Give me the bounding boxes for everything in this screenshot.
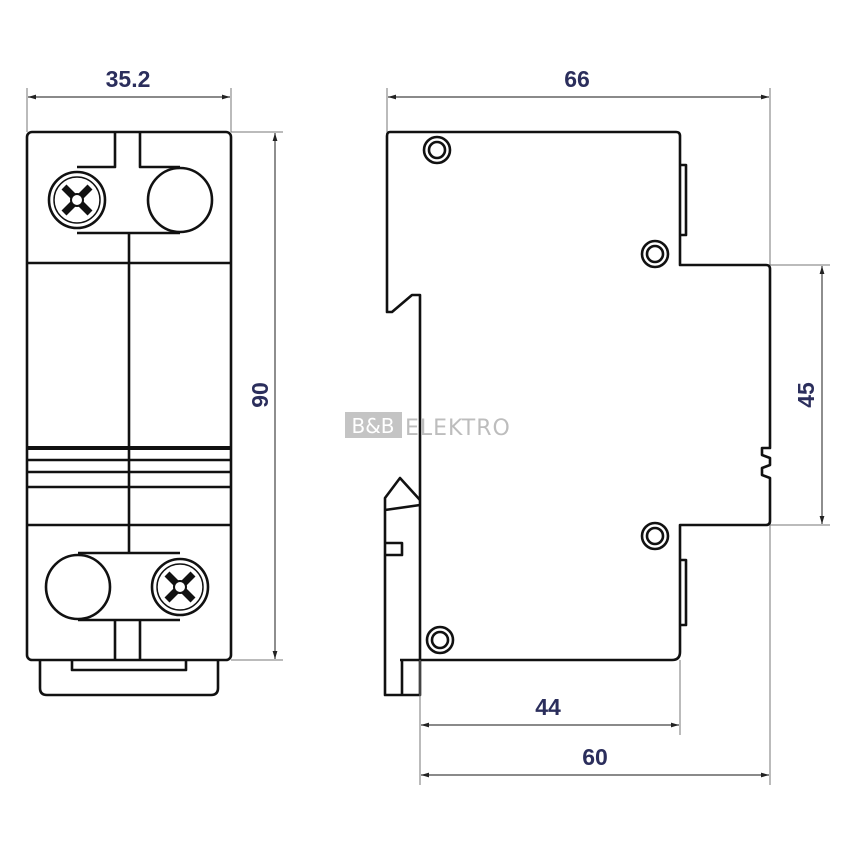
front-view	[25, 130, 233, 697]
watermark-brand-box: B&B	[351, 414, 394, 438]
terminal-hole	[146, 166, 214, 234]
side-view	[383, 130, 772, 697]
terminal-hole	[44, 553, 112, 621]
dimension-lines	[28, 94, 825, 778]
dimension-front-width: 35.2	[106, 66, 151, 92]
dimension-front-height: 90	[247, 382, 273, 408]
extension-lines	[26, 88, 830, 785]
dimension-side-mid-height: 45	[793, 382, 819, 408]
screw-icon	[150, 557, 210, 617]
dimension-side-depth-inner: 44	[535, 694, 561, 720]
rivet-icon	[422, 135, 670, 655]
stripes	[27, 446, 231, 489]
watermark-brand-text: ELEKTRO	[405, 416, 511, 441]
dimension-side-depth-rail: 60	[582, 744, 608, 770]
watermark-logo: B&B ELEKTRO	[345, 412, 511, 441]
dimension-side-depth: 66	[564, 66, 590, 92]
screw-icon	[47, 170, 107, 230]
